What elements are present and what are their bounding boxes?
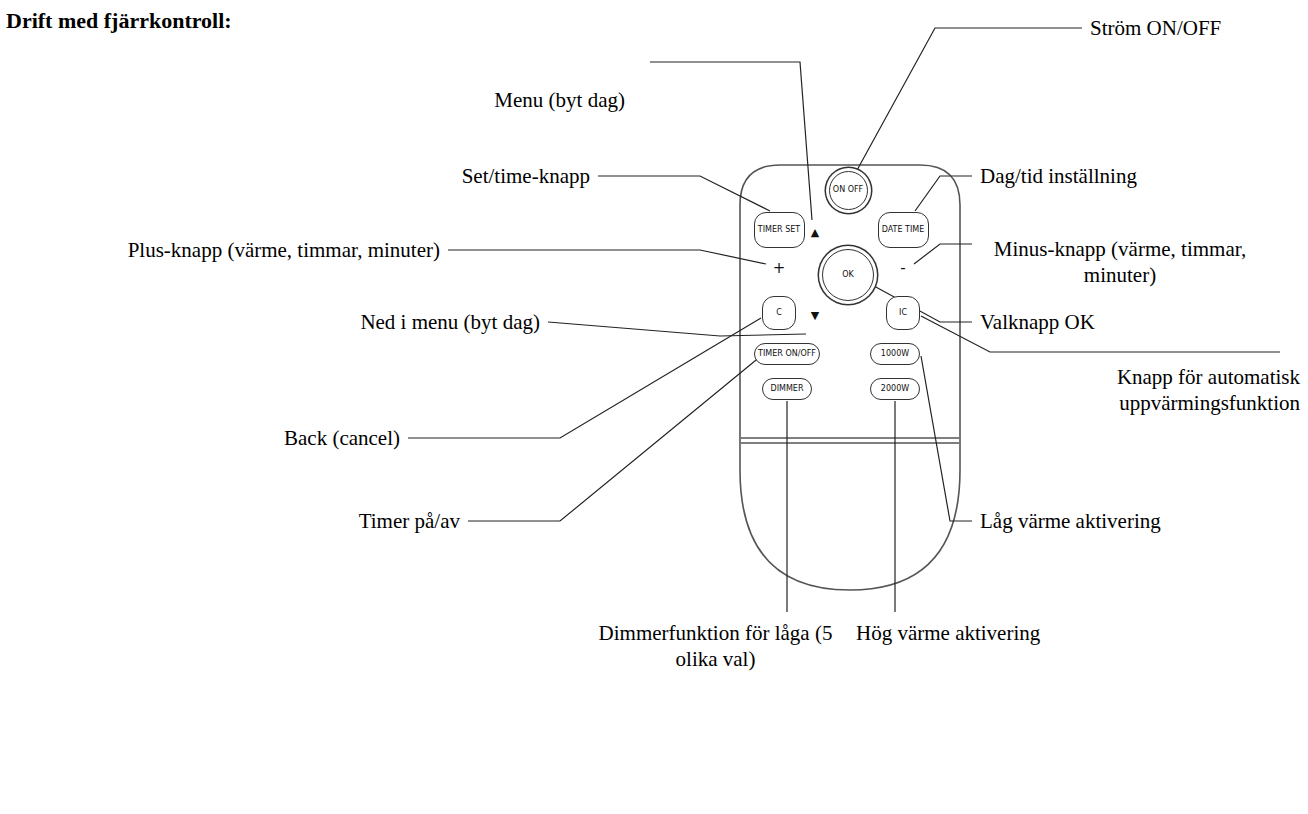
leader-line (598, 176, 770, 211)
callout-label: Låg värme aktivering (980, 508, 1161, 534)
button-text-wrap: TIMER SET (758, 226, 800, 234)
button-symbol: - (900, 261, 905, 276)
callout-label: Valknapp OK (980, 309, 1095, 335)
button-symbol: ▼ (811, 310, 819, 321)
button-label: OK (842, 271, 854, 279)
leader-line (921, 356, 972, 521)
callout-label: Ned i menu (byt dag) (360, 309, 540, 335)
button-text-wrap: ON OFF (833, 186, 863, 194)
timer-button: TIMER ON/OFF (754, 343, 820, 365)
timer-set-button: TIMER SET (754, 212, 805, 248)
button-text-wrap: DIMMER (771, 385, 804, 393)
ok-button: OK (822, 249, 874, 301)
button-label: ON OFF (833, 186, 863, 194)
button-text-wrap: 1000W (881, 350, 909, 358)
separator-line (741, 442, 959, 444)
button-label: DATE TIME (882, 226, 925, 234)
remote-body (740, 165, 960, 590)
low-heat-button: 1000W (870, 343, 920, 365)
button-text-wrap: TIMER ON/OFF (758, 350, 816, 358)
button-label: TIMER ON/OFF (758, 350, 816, 358)
button-label: 1000W (881, 350, 909, 358)
callout-label: Ström ON/OFF (1090, 15, 1221, 41)
button-label: TIMER SET (758, 226, 800, 234)
button-label: DIMMER (771, 385, 804, 393)
button-text-wrap: IC (899, 309, 907, 317)
leader-line (914, 244, 972, 264)
callout-label: Menu (byt dag) (494, 87, 625, 113)
callout-label: Dimmerfunktion för låga (5 olika val) (593, 620, 838, 673)
callout-label: Plus-knapp (värme, timmar, minuter) (128, 237, 440, 263)
button-label: C (776, 309, 782, 317)
auto-heat-button: IC (886, 296, 920, 330)
callout-label: Set/time-knapp (462, 163, 590, 189)
leader-line (448, 250, 766, 264)
leader-line (915, 176, 972, 211)
callout-label: Hög värme aktivering (856, 620, 1040, 646)
leader-line (650, 62, 812, 220)
callout-label: Knapp för automatisk uppvärmingsfunktion (1065, 364, 1300, 417)
leader-line (786, 401, 787, 612)
cancel-button: C (762, 296, 796, 330)
separator-line (741, 437, 959, 439)
leader-line (408, 318, 761, 438)
leader-line (921, 316, 1280, 352)
button-text-wrap: DATE TIME (882, 226, 925, 234)
callout-label: Timer på/av (359, 508, 460, 534)
button-symbol: ▲ (811, 227, 819, 238)
power-button: ON OFF (829, 171, 868, 210)
diagram-title: Drift med fjärrkontroll: (6, 8, 232, 34)
callout-label: Back (cancel) (284, 425, 400, 451)
leader-line (856, 28, 1082, 172)
button-symbol: + (773, 261, 786, 276)
dimmer-button: DIMMER (762, 378, 812, 400)
leader-line (894, 401, 895, 612)
leader-line (468, 356, 761, 521)
callout-label: Dag/tid inställning (980, 163, 1137, 189)
button-text-wrap: C (776, 309, 782, 317)
high-heat-button: 2000W (870, 378, 920, 400)
button-label: IC (899, 309, 907, 317)
button-label: 2000W (881, 385, 909, 393)
callout-label: Minus-knapp (värme, timmar, minuter) (980, 236, 1260, 289)
button-text-wrap: OK (842, 271, 854, 279)
button-text-wrap: 2000W (881, 385, 909, 393)
date-time-button: DATE TIME (878, 212, 929, 248)
